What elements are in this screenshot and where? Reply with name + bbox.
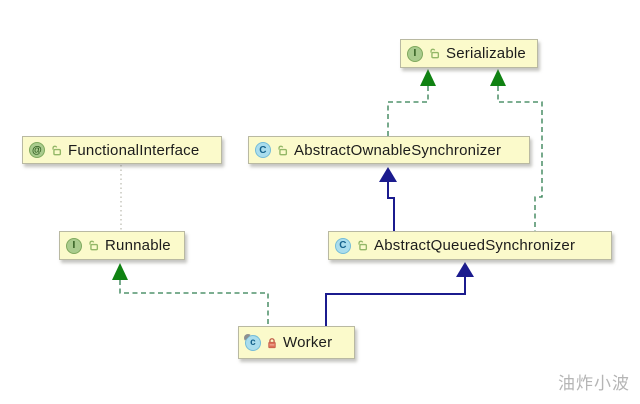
- class-name: AbstractOwnableSynchronizer: [294, 141, 502, 159]
- unlocked-icon: [357, 240, 368, 251]
- class-node-abstractqueuedsynchronizer[interactable]: C AbstractQueuedSynchronizer: [328, 231, 612, 260]
- arrowhead-extends: [379, 167, 397, 182]
- unlocked-icon: [429, 48, 440, 59]
- edge-extends: [387, 182, 395, 231]
- interface-icon: I: [66, 237, 82, 254]
- interface-icon: I: [407, 45, 423, 62]
- class-name: Worker: [283, 334, 333, 351]
- watermark-text: 油炸小波: [558, 374, 630, 394]
- arrowhead-implements: [112, 263, 128, 280]
- class-name: Serializable: [446, 45, 526, 62]
- inner-class-icon: c: [245, 334, 261, 351]
- edge-extends: [325, 277, 466, 326]
- class-node-abstractownablesynchronizer[interactable]: C AbstractOwnableSynchronizer: [248, 136, 530, 164]
- arrowhead-implements: [490, 69, 506, 86]
- class-node-runnable[interactable]: I Runnable: [59, 231, 185, 260]
- class-name: AbstractQueuedSynchronizer: [374, 237, 576, 254]
- unlocked-icon: [277, 145, 288, 156]
- annotation-icon: @: [29, 142, 45, 158]
- unlocked-icon: [88, 240, 99, 251]
- edge-implements: [119, 280, 269, 326]
- class-name: FunctionalInterface: [68, 141, 200, 159]
- locked-icon: [267, 337, 277, 349]
- unlocked-icon: [51, 145, 62, 156]
- class-icon: C: [335, 237, 351, 254]
- arrowhead-implements: [420, 69, 436, 86]
- class-node-functionalinterface[interactable]: @ FunctionalInterface: [22, 136, 222, 164]
- arrowhead-extends: [456, 262, 474, 277]
- class-name: Runnable: [105, 237, 171, 254]
- class-icon: C: [255, 142, 271, 158]
- class-node-serializable[interactable]: I Serializable: [400, 39, 538, 68]
- edge-implements: [387, 86, 429, 136]
- class-node-worker[interactable]: c Worker: [238, 326, 355, 359]
